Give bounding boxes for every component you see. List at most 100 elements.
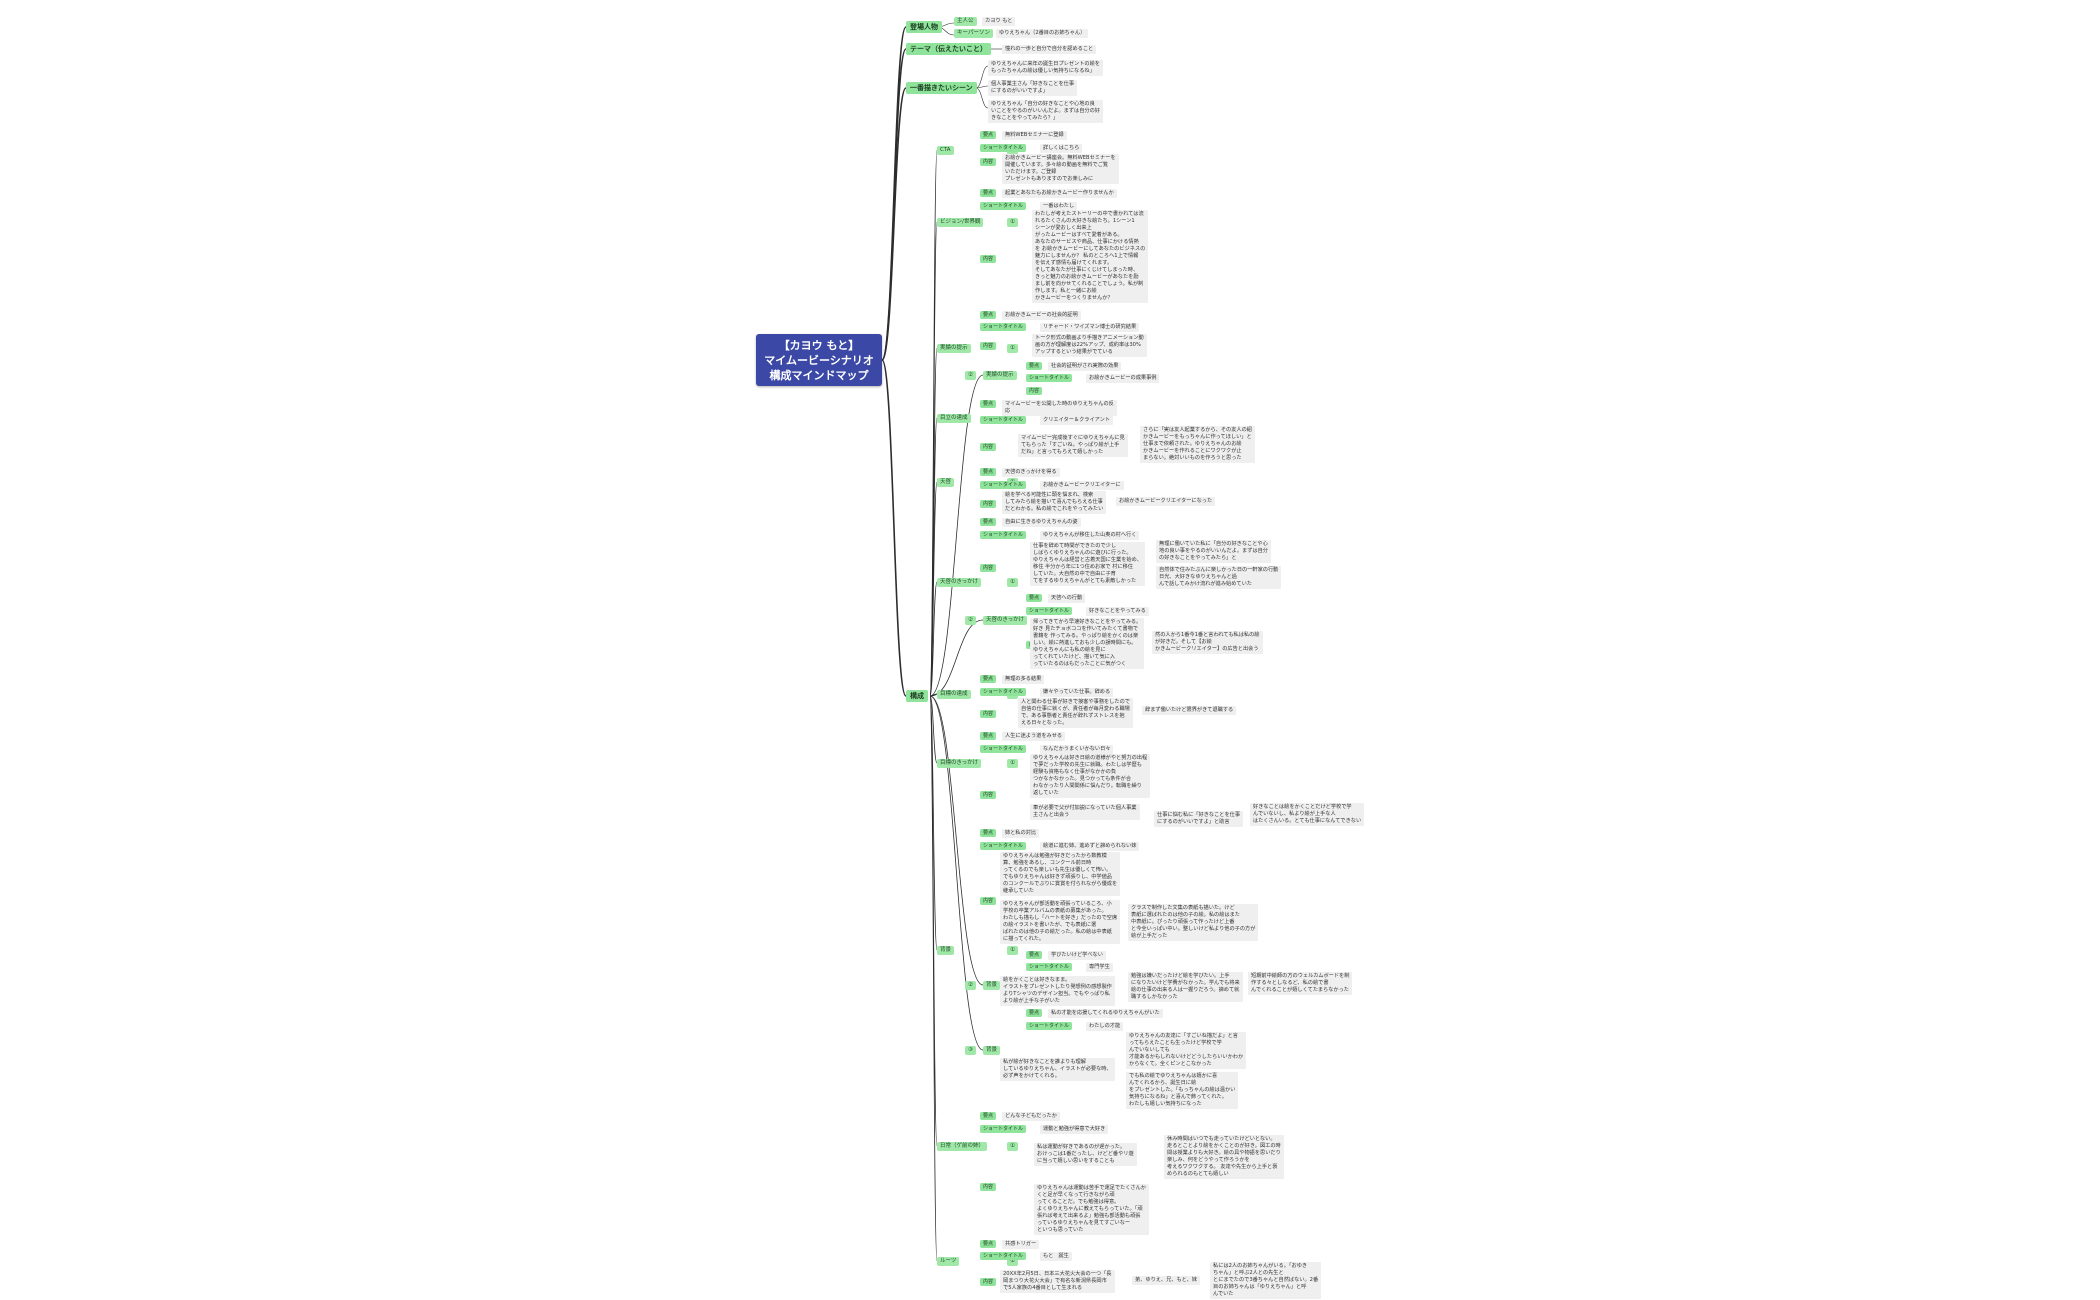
tag-short[interactable]: ショートタイトル (1026, 607, 1073, 615)
section-node[interactable]: 天啓のきっかけ (983, 616, 1028, 625)
section-name: 天啓 (940, 479, 952, 485)
tag-short[interactable]: ショートタイトル (1026, 963, 1073, 971)
section-main-text: どんな子どもだったか (1002, 1112, 1060, 1121)
section-node[interactable]: ビジョン/世界観 (937, 218, 984, 227)
tag-short[interactable]: ショートタイトル (980, 745, 1027, 753)
tag-main[interactable]: 要点 (980, 1112, 997, 1120)
tag-main[interactable]: 要点 (1026, 362, 1043, 370)
section-number: ① (1007, 1142, 1018, 1151)
tag-main[interactable]: 要点 (980, 131, 997, 139)
section-node[interactable]: 実績の提示 (983, 371, 1017, 380)
tag-main[interactable]: 要点 (980, 189, 997, 197)
section-name: ビジョン/世界観 (940, 219, 981, 225)
section-node[interactable]: CTA (937, 146, 954, 155)
branch-scene[interactable]: 一番描きたいシーン (906, 82, 977, 94)
section-node[interactable]: 背景 (983, 1046, 1001, 1055)
connector (929, 695, 938, 764)
tag-short[interactable]: ショートタイトル (980, 144, 1027, 152)
tag-short[interactable]: ショートタイトル (980, 1252, 1027, 1260)
tag-content[interactable]: 内容 (980, 342, 997, 350)
section-node[interactable]: 背景 (983, 981, 1001, 990)
connector (929, 221, 938, 697)
section-main-text: 天啓への行動 (1048, 594, 1086, 603)
tag-content[interactable]: 内容 (980, 564, 997, 572)
section-node[interactable]: 目立の達成 (937, 414, 971, 423)
tag-main[interactable]: 要点 (980, 518, 997, 526)
connector (929, 581, 938, 697)
section-node[interactable]: 日常（ゲ前の姉） (937, 1142, 988, 1151)
tag-short[interactable]: ショートタイトル (980, 688, 1027, 696)
connector (929, 695, 938, 1262)
tag-main[interactable]: 要点 (980, 468, 997, 476)
tag-short[interactable]: ショートタイトル (980, 416, 1027, 424)
tag-content[interactable]: 内容 (980, 158, 997, 166)
root-node[interactable]: 【カヨウ もと】 マイムービーシナリオ 構成マインドマップ (756, 334, 882, 386)
section-name: 背景 (986, 982, 998, 988)
tag-short[interactable]: ショートタイトル (980, 323, 1027, 331)
section-content-text: 然の人から1番今1番と言われても私は私の絵 が好きだ。そして【お絵 かきムービー… (1152, 631, 1263, 654)
tag-main[interactable]: 要点 (1026, 1009, 1043, 1017)
section-short-title: お絵かきムービークリエイターに (1040, 481, 1124, 490)
section-content-text: 勉強は嫌いだったけど絵を学びたい。上手 になりたいけど学費がなかった。学んでも将… (1128, 972, 1243, 1002)
section-number: ② (965, 616, 976, 625)
section-name: 目標の達成 (940, 691, 968, 697)
section-main-text: 人生に迷よう道をみせる (1002, 732, 1066, 741)
tag-content[interactable]: 内容 (980, 500, 997, 508)
section-main-text: 社会的証明がされ実際の効果 (1048, 362, 1122, 371)
tag-short[interactable]: ショートタイトル (980, 842, 1027, 850)
section-content-text: 車が必要で父が付加説になっていた個人事業 主さんと出会う (1030, 804, 1140, 820)
section-number: ① (1007, 759, 1018, 768)
tag-short[interactable]: ショートタイトル (1026, 1022, 1073, 1030)
section-content-text: 仕事に悩む私に「好きなことを仕事 にするのがいいですよ」と助言 (1154, 811, 1244, 827)
tag-main[interactable]: 要点 (980, 829, 997, 837)
section-node[interactable]: 実績の提示 (937, 344, 971, 353)
tag-content[interactable]: 内容 (980, 791, 997, 799)
section-short-title: お絵かきムービーの成果事例 (1086, 374, 1160, 383)
tag-content[interactable]: 内容 (980, 1183, 997, 1191)
tag-main[interactable]: 要点 (980, 1240, 997, 1248)
tag-short[interactable]: ショートタイトル (980, 1125, 1027, 1133)
section-short-title: クリエイター＆クライアント (1040, 416, 1114, 425)
section-main-text: 無理の多る結果 (1002, 675, 1045, 684)
tag-short[interactable]: ショートタイトル (1026, 374, 1073, 382)
section-name: 天啓のきっかけ (986, 617, 1025, 623)
tag-short[interactable]: ショートタイトル (980, 531, 1027, 539)
characters-keyperson-label[interactable]: キーパーソン (954, 29, 993, 38)
section-node[interactable]: 天啓 (937, 478, 955, 487)
characters-protagonist-value: カヨウ もと (982, 17, 1016, 26)
section-node[interactable]: 目標の達成 (937, 690, 971, 699)
tag-main[interactable]: 要点 (980, 732, 997, 740)
branch-theme[interactable]: テーマ（伝えたいこと） (906, 43, 991, 55)
tag-main[interactable]: 要点 (1026, 951, 1043, 959)
section-node[interactable]: ルーツ (937, 1257, 960, 1266)
section-node[interactable]: 天啓のきっかけ (937, 578, 982, 587)
tag-main[interactable]: 要点 (1026, 594, 1043, 602)
branch-structure[interactable]: 構成 (906, 690, 928, 702)
tag-content[interactable]: 内容 (980, 443, 997, 451)
section-short-title: なんだかうまくいかない日々 (1040, 745, 1114, 754)
scene-item-2: 個人事業主さん「好きなことを仕事 にするのがいいですよ」 (988, 80, 1078, 96)
tag-content[interactable]: 内容 (980, 710, 997, 718)
section-content-text: 絵を学べる可能性に頭を悩まれ、検索 してみたら絵を描いて喜んでもらえる仕事 だと… (1002, 491, 1107, 514)
tag-content[interactable]: 内容 (980, 255, 997, 263)
section-content-text: 好きなことは絵をかくことだけど学校で学 んでいないし、私より絵が上手な人 はたく… (1250, 803, 1365, 826)
section-node[interactable]: 背景 (937, 946, 955, 955)
characters-protagonist-label[interactable]: 主人公 (954, 17, 977, 26)
tag-content[interactable]: 内容 (980, 897, 997, 905)
section-content-text: ゆりえちゃんは勉強が好きだったから数教模 算、勉強をあるし、コンクール前日時 っ… (1000, 852, 1121, 896)
section-content-text: ゆりえちゃんは運動は苦手で運足でたくさんか くと足が早くなって行きながら頑 って… (1034, 1184, 1149, 1235)
tag-main[interactable]: 要点 (980, 675, 997, 683)
tag-short[interactable]: ショートタイトル (980, 202, 1027, 210)
section-content-text: お絵かきムービー講座会。無料WEBセミナーを 開催しています。多々絵の動画を無料… (1002, 154, 1119, 184)
section-node[interactable]: 目標のきっかけ (937, 759, 982, 768)
tag-content[interactable]: 内容 (980, 1278, 997, 1286)
section-main-text: 天啓のきっかけを得る (1002, 468, 1060, 477)
tag-main[interactable]: 要点 (980, 400, 997, 408)
branch-characters[interactable]: 登場人物 (906, 21, 942, 33)
characters-keyperson-value: ゆりえちゃん（2番目のお姉ちゃん） (996, 29, 1089, 38)
section-name: 天啓のきっかけ (940, 579, 979, 585)
tag-short[interactable]: ショートタイトル (980, 481, 1027, 489)
tag-main[interactable]: 要点 (980, 311, 997, 319)
tag-content[interactable]: 内容 (1026, 387, 1043, 395)
section-content-text: 私は運動が好きであるのが遅かった。 おけっこは1番だったし、けどど番やリ遊 に当… (1034, 1143, 1137, 1166)
